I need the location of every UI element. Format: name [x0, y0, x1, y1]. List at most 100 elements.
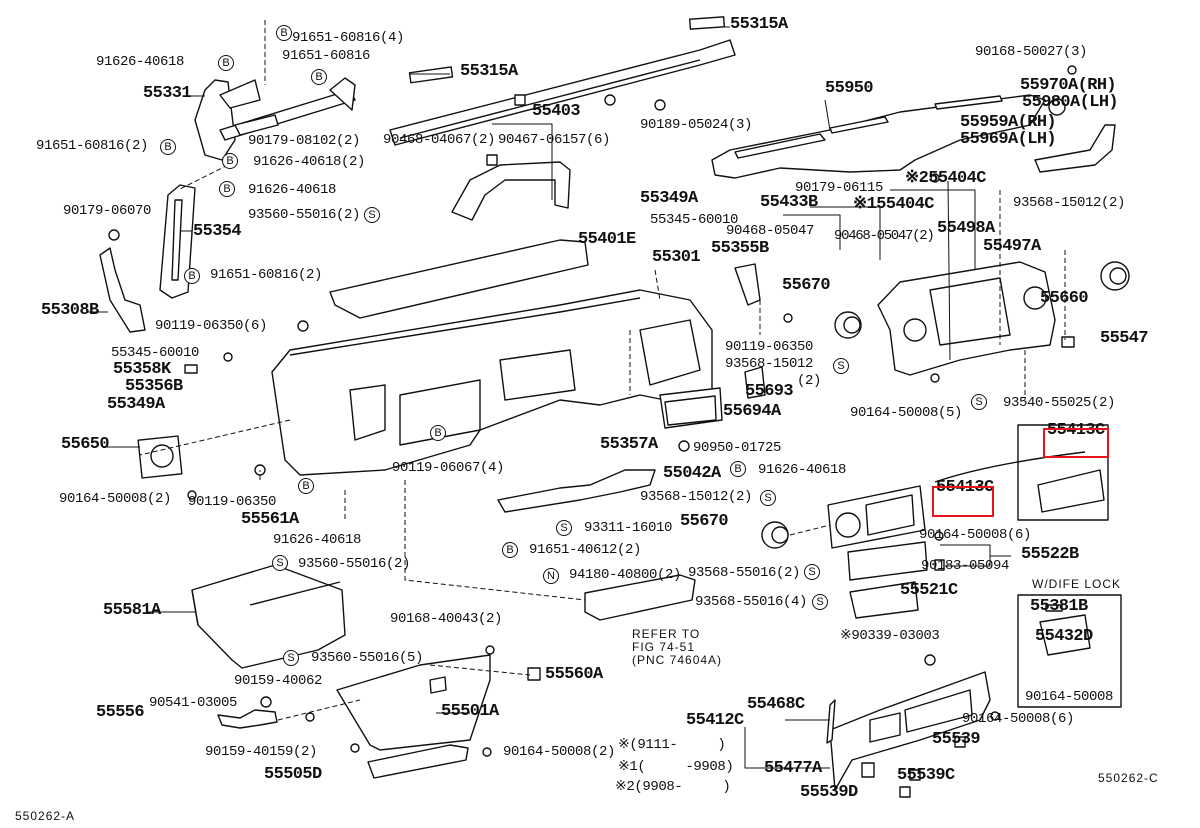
part-number-label[interactable]: ※255404C	[905, 169, 986, 188]
center-cluster-55412C	[826, 671, 991, 791]
part-number-label[interactable]: 55354	[193, 222, 242, 241]
part-number-label[interactable]: 55660	[1040, 289, 1089, 308]
part-number-label[interactable]: 55401E	[578, 230, 636, 249]
part-number-label[interactable]: 55693	[745, 382, 794, 401]
bracket-55308B	[99, 247, 146, 333]
part-number-label[interactable]: 55381B	[1030, 597, 1088, 616]
part-number-label[interactable]: 55498A	[937, 219, 995, 238]
grommet-55959A	[1048, 98, 1066, 116]
box-55521C	[849, 581, 919, 619]
part-number-label[interactable]: 55650	[61, 435, 110, 454]
part-number-label[interactable]: 55355B	[711, 239, 769, 258]
part-number-label[interactable]: 55950	[825, 79, 874, 98]
date-range-note: ※(9111- )	[618, 737, 726, 753]
part-number-label[interactable]: 55670	[782, 276, 831, 295]
part-number-label[interactable]: 55539D	[800, 783, 858, 802]
figure-id: 550262-C	[1098, 771, 1159, 785]
part-number-label[interactable]: 55959A(RH)	[960, 113, 1057, 132]
screw-marker-icon: S	[760, 490, 776, 506]
part-number-label: 55345-60010	[650, 212, 739, 228]
part-number-label[interactable]: 55433B	[760, 193, 818, 212]
part-number-label: 91626-40618	[273, 532, 362, 548]
part-number-label: 90468-05047	[726, 223, 815, 239]
part-number-label: 91651-60816(4)	[292, 30, 405, 46]
part-number-label[interactable]: 55301	[652, 248, 701, 267]
heater-bezel-55413C	[827, 485, 926, 549]
part-number-label: 91626-40618	[758, 462, 847, 478]
part-number-label: (PNC 74604A)	[632, 653, 723, 667]
part-number-label: 91651-60816	[282, 48, 371, 64]
part-number-label: 90168-50027(3)	[975, 44, 1088, 60]
duct-55950	[711, 94, 1046, 179]
bolt-marker-icon: B	[502, 542, 518, 558]
part-number-label[interactable]: 55561A	[241, 510, 299, 529]
part-number-label: 93540-55025(2)	[1003, 395, 1116, 411]
part-number-label[interactable]: 55970A(RH)	[1020, 76, 1117, 95]
part-number-label[interactable]: 55432D	[1035, 627, 1093, 646]
part-number-label[interactable]: 55497A	[983, 237, 1041, 256]
part-number-label: 90467-06157(6)	[498, 132, 611, 148]
part-number-label: 55345-60010	[111, 345, 200, 361]
screw-marker-icon: S	[556, 520, 572, 536]
part-number-label[interactable]: 55358K	[113, 360, 171, 379]
part-number-label[interactable]: 55694A	[723, 402, 781, 421]
part-number-label: 90189-05024(3)	[640, 117, 753, 133]
part-number-label[interactable]: 55315A	[730, 15, 788, 34]
part-number-label[interactable]: 55357A	[600, 435, 658, 454]
part-number-label[interactable]: 55560A	[545, 665, 603, 684]
screw-marker-icon: S	[283, 650, 299, 666]
part-number-label: 94180-40800(2)	[569, 567, 682, 583]
bolt-marker-icon: B	[222, 153, 238, 169]
part-number-label[interactable]: 55315A	[460, 62, 518, 81]
part-number-label[interactable]: 55980A(LH)	[1022, 93, 1119, 112]
nut-marker-icon: N	[543, 568, 559, 584]
part-number-label[interactable]: 55521C	[900, 581, 958, 600]
part-number-label[interactable]: 55331	[143, 84, 192, 103]
part-number-label[interactable]: 55403	[532, 102, 581, 121]
part-number-label[interactable]: 55308B	[41, 301, 99, 320]
part-number-label[interactable]: 55556	[96, 703, 145, 722]
part-number-label[interactable]: 55349A	[107, 395, 165, 414]
date-range-note: ※2(9908- )	[615, 779, 731, 795]
part-number-label[interactable]: 55468C	[747, 695, 805, 714]
armrest-94180	[584, 574, 696, 621]
part-number-label[interactable]: 55477A	[764, 759, 822, 778]
figure-id: 550262-A	[15, 809, 76, 823]
part-number-label[interactable]: ※155404C	[853, 195, 934, 214]
part-number-label[interactable]: 55042A	[663, 464, 721, 483]
part-number-label[interactable]: 55356B	[125, 377, 183, 396]
part-number-label: 90164-50008(2)	[59, 491, 172, 507]
part-number-label[interactable]: 55539C	[897, 766, 955, 785]
part-number-label: 90179-06115	[795, 180, 884, 196]
bolt-marker-icon: B	[219, 181, 235, 197]
screw-marker-icon: S	[812, 594, 828, 610]
leader-lines	[139, 20, 1066, 721]
part-number-label[interactable]: 55505D	[264, 765, 322, 784]
part-number-label[interactable]: 55522B	[1021, 545, 1079, 564]
screw-marker-icon: S	[364, 207, 380, 223]
part-number-label: 90164-50008(2)	[503, 744, 616, 760]
part-number-label: 90168-40043(2)	[390, 611, 503, 627]
part-number-label: 90159-40159(2)	[205, 744, 318, 760]
part-number-label[interactable]: 55969A(LH)	[960, 130, 1057, 149]
inset-bezel	[1037, 469, 1105, 513]
cluster-bezel-55498A	[877, 261, 1056, 376]
part-number-label[interactable]: 55581A	[103, 601, 161, 620]
part-number-label[interactable]: 55539	[932, 730, 981, 749]
part-number-label: (2)	[797, 373, 822, 389]
part-number-label: 91651-60816(2)	[210, 267, 323, 283]
part-number-label[interactable]: 55412C	[686, 711, 744, 730]
bolt-marker-icon: B	[430, 425, 446, 441]
bolt-marker-icon: B	[160, 139, 176, 155]
part-number-label[interactable]: 55501A	[441, 702, 499, 721]
part-number-label[interactable]: 55547	[1100, 329, 1149, 348]
bracket-55331	[194, 77, 356, 161]
part-number-label: 93560-55016(2)	[248, 207, 361, 223]
bolt-marker-icon: B	[730, 461, 746, 477]
part-number-label: 90468-04067(2)	[383, 132, 496, 148]
part-number-label[interactable]: 55349A	[640, 189, 698, 208]
vents	[137, 261, 1130, 549]
inset-frame-dife-lock	[1017, 594, 1122, 708]
part-number-label[interactable]: 55670	[680, 512, 729, 531]
part-number-label[interactable]: 55413C	[1047, 421, 1105, 440]
